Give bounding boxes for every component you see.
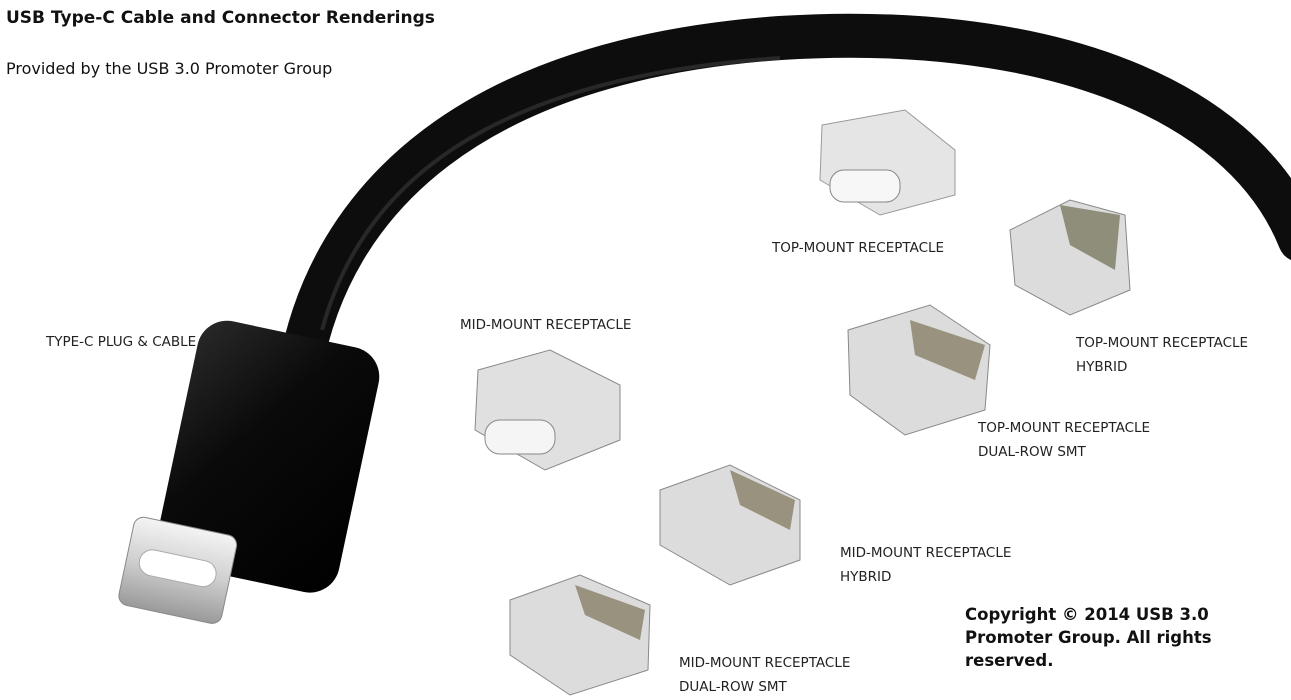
label-line: MID-MOUNT RECEPTACLE [679, 655, 851, 671]
label-line: TOP-MOUNT RECEPTACLE [1076, 335, 1249, 351]
copyright-notice: Copyright © 2014 USB 3.0 Promoter Group.… [965, 605, 1212, 670]
type-c-plug [118, 320, 380, 624]
label-top-mount-dual-row: TOP-MOUNT RECEPTACLE DUAL-ROW SMT [978, 416, 1150, 464]
page-subtitle: Provided by the USB 3.0 Promoter Group [6, 59, 333, 78]
label-top-mount: TOP-MOUNT RECEPTACLE [772, 240, 945, 256]
label-line: TOP-MOUNT RECEPTACLE [978, 420, 1151, 436]
label-line: HYBRID [1076, 359, 1128, 375]
label-mid-mount-hybrid: MID-MOUNT RECEPTACLE HYBRID [840, 541, 1011, 589]
connector-top-mount [819, 109, 956, 216]
connector-mid-mount [474, 349, 621, 471]
label-top-mount-hybrid: TOP-MOUNT RECEPTACLE HYBRID [1076, 331, 1248, 379]
cable [278, 13, 1291, 392]
label-plug-cable: TYPE-C PLUG & CABLE [46, 334, 197, 350]
page-title: USB Type-C Cable and Connector Rendering… [6, 8, 435, 28]
connector-top-mount-hybrid [1009, 199, 1131, 316]
label-line: MID-MOUNT RECEPTACLE [840, 545, 1012, 561]
label-line: DUAL-ROW SMT [978, 444, 1086, 460]
label-mid-mount-dual-row: MID-MOUNT RECEPTACLE DUAL-ROW SMT [679, 651, 850, 699]
label-line: HYBRID [840, 569, 892, 585]
connector-top-mount-dual-row [847, 304, 991, 436]
label-mid-mount: MID-MOUNT RECEPTACLE [460, 317, 632, 333]
label-line: DUAL-ROW SMT [679, 679, 787, 695]
connector-mid-mount-hybrid [659, 464, 801, 586]
connector-mid-mount-dual-row [509, 574, 651, 696]
